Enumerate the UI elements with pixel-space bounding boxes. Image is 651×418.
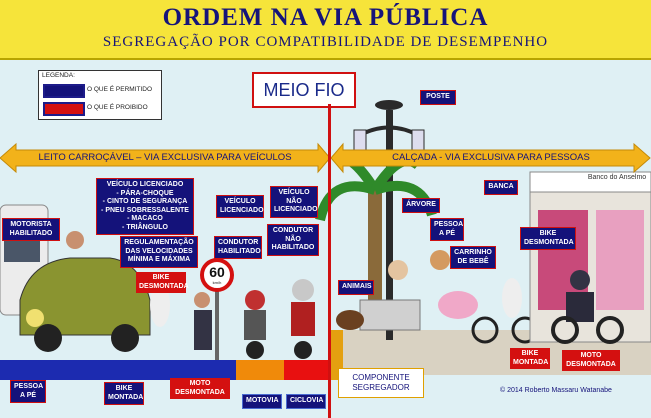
palm-tree [315, 153, 437, 310]
label-regulamentacao: REGULAMENTAÇÃO DAS VELOCIDADES MÍNIMA E … [120, 236, 198, 268]
woman-head [430, 250, 450, 270]
legend-title: LEGENDA: [42, 72, 75, 79]
label-carrinho-de-bebe: CARRINHO DE BEBÊ [450, 246, 496, 269]
baby-carriage [438, 291, 478, 319]
speed-limit-sign: 60 km/h [200, 258, 234, 292]
walker-head [194, 292, 210, 308]
label-bike-desmontada-sidewalk: BIKE DESMONTADA [520, 227, 576, 250]
label-moto-desmontada-road: MOTO DESMONTADA [170, 378, 230, 399]
label-bike-montada-sidewalk: BIKE MONTADA [510, 348, 550, 369]
speed-limit-value: 60 [209, 264, 225, 280]
car-body [19, 257, 151, 336]
driver-head [66, 231, 84, 249]
copyright-credit: © 2014 Roberto Massaru Watanabe [500, 387, 612, 394]
segregator-curb [331, 330, 343, 380]
label-bike-desmontada-road: BIKE DESMONTADA [136, 272, 189, 293]
label-poste: POSTE [420, 90, 456, 105]
sidewalk-arrow-label: CALÇADA - VIA EXCLUSIVA PARA PESSOAS [392, 152, 590, 163]
label-moto-desmontada-sidewalk: MOTO DESMONTADA [562, 350, 620, 371]
label-veiculo-licenciado: VEÍCULO LICENCIADO [216, 195, 264, 218]
label-arvore: ÁRVORE [402, 198, 440, 213]
speed-limit-unit: km/h [212, 280, 222, 285]
shop-sign: Banco do Anselmo [587, 174, 647, 181]
label-componente-segregador: COMPONENTE SEGREGADOR [338, 368, 424, 398]
car-headlight [26, 309, 44, 327]
label-banca: BANCA [484, 180, 518, 195]
walker-body [194, 310, 212, 350]
motovia-lane [236, 360, 284, 380]
road-arrow-label: LEITO CARROÇÁVEL – VIA EXCLUSIVA PARA VE… [38, 152, 292, 163]
header-banner [0, 0, 651, 60]
elder-head [388, 260, 408, 280]
ciclovia-lane [284, 360, 328, 380]
label-bike-montada-road: BIKE MONTADA [104, 382, 144, 405]
legend-permitted-label: O QUE É PERMITIDO [87, 86, 153, 93]
label-motorista-habilitado: MOTORISTA HABILITADO [2, 218, 60, 241]
curb-divider-line [328, 104, 331, 418]
label-animais: ANIMAIS [338, 280, 374, 295]
legend-prohibited-swatch [43, 102, 85, 116]
car-wheel-back [111, 324, 139, 352]
label-pessoa-a-pe-road: PESSOA A PÉ [10, 380, 46, 403]
legend: LEGENDA: O QUE É PERMITIDO O QUE É PROIB… [38, 70, 162, 120]
motorcycle-right [551, 270, 624, 344]
legend-prohibited-label: O QUE É PROIBIDO [87, 104, 148, 111]
legend-permitted-swatch [43, 84, 85, 98]
label-veiculo-nao-licenciado: VEÍCULO NÃO LICENCIADO [270, 186, 318, 218]
cow-figure-right [502, 278, 522, 318]
page-subtitle: SEGREGAÇÃO POR COMPATIBILIDADE DE DESEMP… [102, 34, 549, 50]
car-wheel-front [34, 324, 62, 352]
sidewalk-arrow [330, 142, 651, 174]
meio-fio-label: MEIO FIO [252, 72, 356, 108]
bench [359, 299, 421, 331]
label-condutor-nao-habilitado: CONDUTOR NÃO HABILITADO [267, 224, 319, 256]
label-pessoa-a-pe-sidewalk: PESSOA A PÉ [430, 218, 464, 241]
label-motovia: MOTOVIA [242, 394, 282, 409]
speed-sign-pole [215, 288, 219, 360]
cow-figure [150, 283, 170, 327]
label-veiculo-licenciado-list: VEÍCULO LICENCIADO - PÁRA-CHOQUE - CINTO… [96, 178, 194, 235]
dog-figure [336, 310, 364, 330]
label-ciclovia: CICLOVIA [286, 394, 326, 409]
page-title: ORDEM NA VIA PÚBLICA [162, 4, 489, 31]
motorcycle-licensed [244, 290, 266, 359]
label-condutor-habilitado: CONDUTOR HABILITADO [214, 236, 262, 259]
motorcycle-unlicensed [291, 279, 315, 359]
